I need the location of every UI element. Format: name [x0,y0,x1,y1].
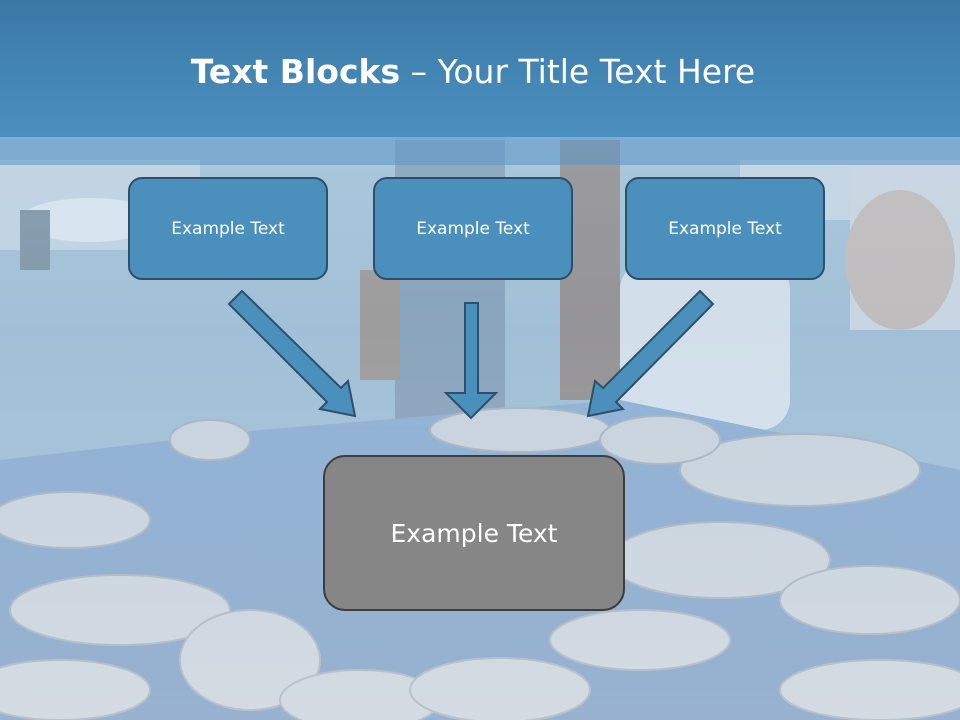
title-bar-strip [0,137,960,165]
title-bold: Text Blocks [190,52,401,91]
title-rest: Your Title Text Here [437,52,756,91]
title-dash: – [400,52,438,91]
text-block-center-label: Example Text [390,518,558,548]
text-block-right-label: Example Text [668,218,782,239]
text-block-middle-label: Example Text [416,218,530,239]
arrow-down-icon [443,302,499,420]
slide-title: Text Blocks – Your Title Text Here [0,52,946,91]
title-bar [0,0,960,137]
arrow-right-icon [586,289,715,418]
arrow-left-icon [227,289,357,418]
text-block-center[interactable]: Example Text [323,455,625,611]
text-block-left-label: Example Text [171,218,285,239]
text-block-left[interactable]: Example Text [128,177,328,280]
text-block-middle[interactable]: Example Text [373,177,573,280]
text-block-right[interactable]: Example Text [625,177,825,280]
